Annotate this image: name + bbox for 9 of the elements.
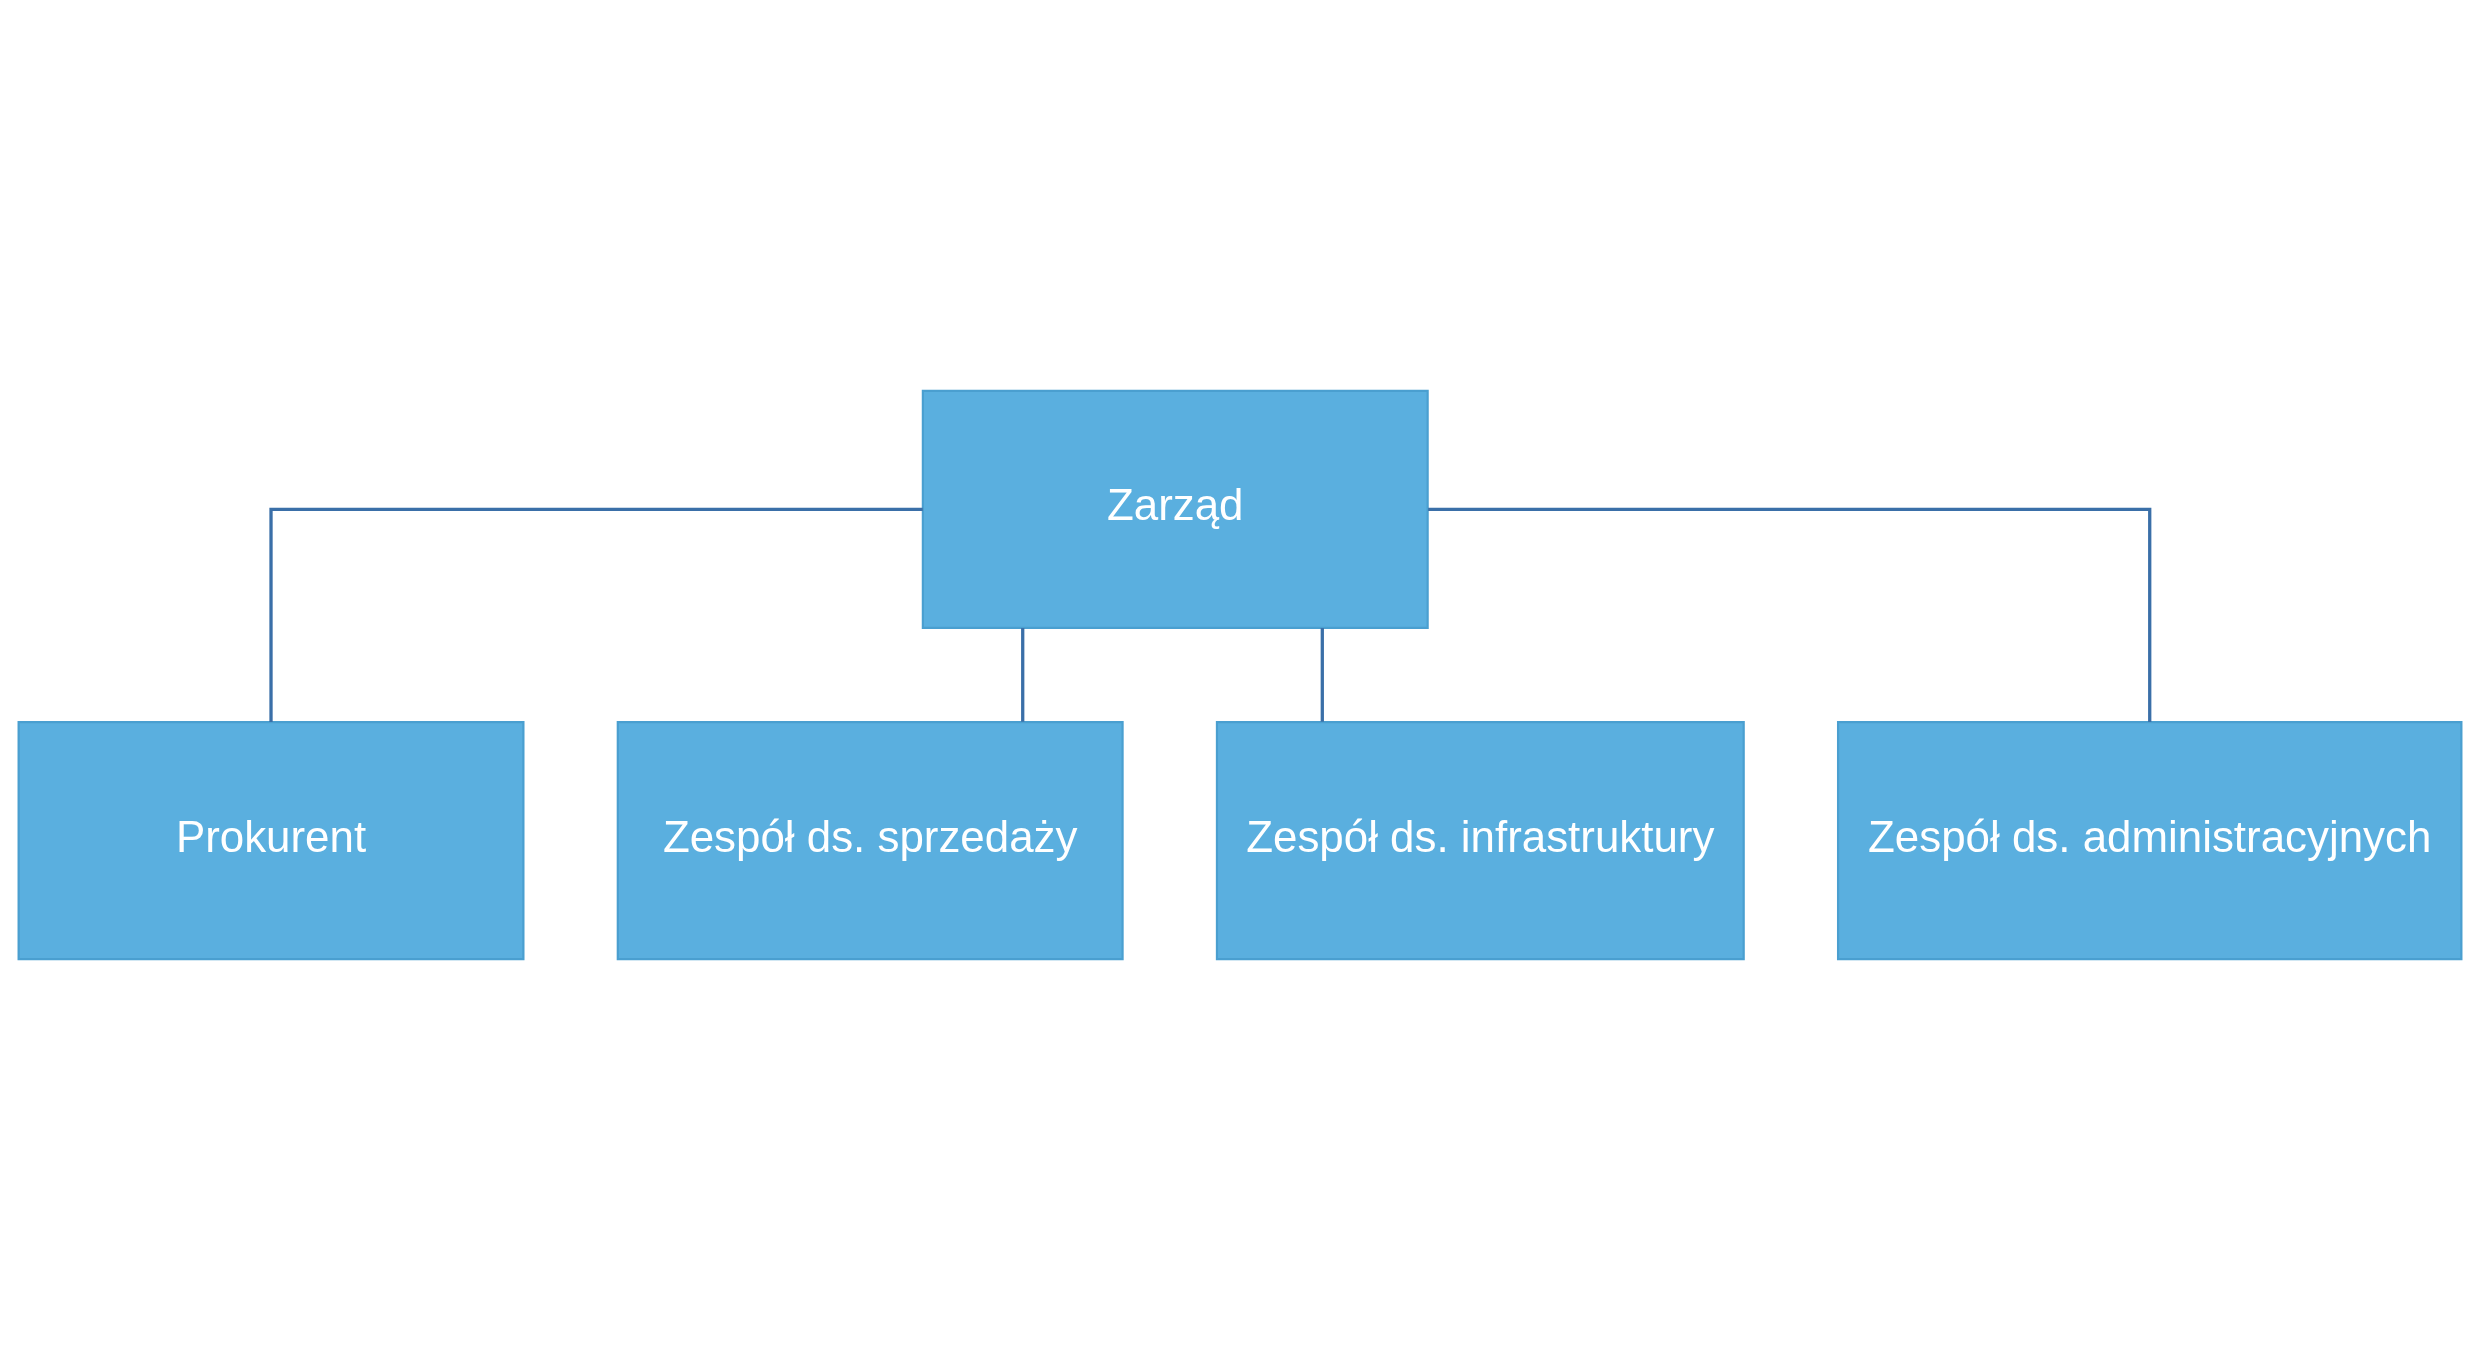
node-box: Zespół ds. sprzedaży (616, 721, 1124, 961)
connector (1428, 507, 2152, 722)
connector (269, 507, 923, 722)
node-box: Zespół ds. infrastruktury (1215, 721, 1745, 961)
connector (1320, 628, 1324, 722)
node-box: Zespół ds. administracyjnych (1836, 721, 2463, 961)
node-box: Prokurent (17, 721, 525, 961)
connector (1021, 628, 1025, 722)
node-box: Zarząd (921, 389, 1429, 629)
